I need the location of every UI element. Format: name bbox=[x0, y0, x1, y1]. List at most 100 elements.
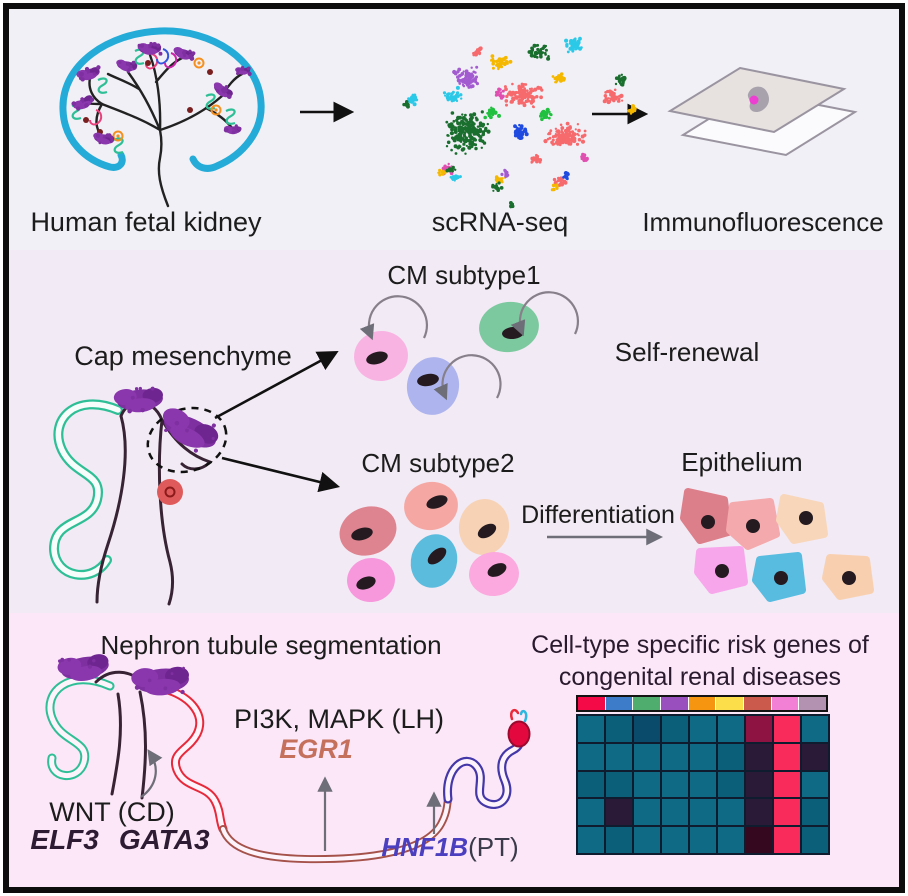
tsne-dot bbox=[475, 131, 479, 135]
tsne-dot bbox=[451, 169, 454, 173]
heatmap-cell bbox=[578, 827, 604, 853]
label-cm-subtype1: CM subtype1 bbox=[387, 260, 541, 290]
heatmap-cell bbox=[578, 716, 604, 742]
tsne-dot bbox=[492, 189, 495, 192]
tsne-dot bbox=[559, 123, 563, 127]
tsne-dot bbox=[452, 119, 456, 123]
tsne-dot bbox=[523, 128, 528, 133]
tsne-dot bbox=[535, 55, 539, 59]
tsne-dot bbox=[453, 174, 458, 179]
tsne-dot bbox=[575, 142, 580, 146]
legend-swatch bbox=[716, 697, 744, 710]
cell-nucleus bbox=[356, 576, 376, 590]
cap-mesenchyme-blob bbox=[173, 47, 196, 61]
pretubular-aggregate bbox=[157, 479, 183, 505]
tsne-dot bbox=[543, 139, 548, 144]
tsne-dot bbox=[480, 110, 484, 114]
tsne-dot bbox=[609, 97, 614, 101]
tsne-dot bbox=[496, 188, 501, 192]
tsne-dot bbox=[540, 117, 544, 122]
label-elf3: ELF3 bbox=[30, 824, 99, 855]
tsne-dot bbox=[463, 117, 467, 121]
heatmap-cell bbox=[802, 716, 828, 742]
heatmap-cell bbox=[802, 799, 828, 826]
tsne-dot bbox=[505, 103, 508, 107]
heatmap-cell bbox=[662, 827, 688, 853]
aggregate-dot-mini bbox=[207, 69, 213, 75]
tsne-dot bbox=[576, 39, 581, 44]
tsne-dot bbox=[445, 120, 449, 124]
s-shaped-body-inner bbox=[51, 401, 121, 578]
cell-nucleus bbox=[351, 527, 373, 541]
ureteric-tree bbox=[84, 53, 244, 208]
tsne-dot bbox=[570, 46, 573, 49]
cell-nucleus bbox=[842, 571, 856, 585]
s-shape-mini bbox=[97, 77, 108, 94]
tsne-dot bbox=[552, 177, 557, 182]
aggregate-dot-mini bbox=[145, 60, 151, 66]
tsne-dot bbox=[517, 84, 521, 89]
cm-subtype2-cells bbox=[339, 481, 519, 603]
tsne-dot bbox=[563, 180, 568, 185]
tsne-dot bbox=[503, 85, 507, 89]
heatmap-cell bbox=[690, 827, 716, 853]
tsne-dot bbox=[445, 145, 449, 148]
tsne-dot bbox=[549, 129, 553, 133]
tsne-dot bbox=[462, 142, 466, 146]
tsne-dot bbox=[457, 125, 461, 130]
tsne-dot bbox=[631, 107, 634, 111]
tsne-dot bbox=[497, 181, 501, 185]
tsne-dot bbox=[449, 97, 453, 101]
tsne-dot bbox=[629, 112, 633, 115]
tsne-dot bbox=[613, 88, 617, 92]
tsne-dot bbox=[565, 171, 570, 176]
tsne-dot bbox=[547, 131, 552, 136]
tsne-dot bbox=[413, 93, 417, 97]
tsne-dot bbox=[410, 100, 413, 104]
tsne-dot bbox=[465, 144, 468, 147]
vesicle-mini bbox=[193, 57, 205, 69]
heatmap-cell bbox=[802, 771, 828, 798]
tsne-dot bbox=[562, 175, 565, 179]
label-scrna-seq: scRNA-seq bbox=[431, 207, 569, 237]
tsne-dot bbox=[559, 137, 563, 141]
tsne-dot bbox=[535, 95, 539, 99]
tsne-dot bbox=[453, 127, 458, 132]
comma-shape-mini bbox=[89, 109, 103, 126]
tsne-dot bbox=[566, 50, 570, 54]
heatmap-cell bbox=[774, 743, 800, 770]
tsne-dot bbox=[551, 75, 555, 78]
tsne-dot bbox=[486, 129, 491, 134]
tsne-dot bbox=[518, 94, 523, 98]
loop-of-henle-inner bbox=[220, 796, 451, 862]
tsne-dot bbox=[454, 93, 459, 98]
cap-mesenchyme-blob bbox=[116, 59, 138, 73]
tsne-dot bbox=[511, 82, 514, 86]
if-signal-dot bbox=[749, 95, 759, 105]
tsne-dot bbox=[454, 152, 458, 155]
tsne-dot bbox=[565, 175, 569, 179]
cm-subtype1-cells bbox=[354, 291, 580, 415]
tsne-dot bbox=[457, 121, 460, 124]
heatmap-celltype-legend bbox=[576, 695, 828, 712]
tsne-dot bbox=[532, 156, 535, 159]
tsne-dot bbox=[577, 128, 581, 133]
epithelium-cells bbox=[680, 488, 874, 602]
heatmap-cell bbox=[634, 771, 660, 798]
legend-swatch bbox=[633, 697, 661, 710]
legend-swatch bbox=[688, 697, 716, 710]
legend-swatch bbox=[771, 697, 799, 710]
heatmap-cell bbox=[634, 827, 660, 853]
cap-mesenchyme-blob bbox=[131, 666, 189, 696]
tsne-dot bbox=[517, 135, 521, 139]
legend-swatch bbox=[799, 697, 827, 710]
tsne-dot bbox=[438, 168, 442, 172]
tsne-dot bbox=[461, 113, 464, 116]
heatmap-cell bbox=[578, 771, 604, 798]
figure-border bbox=[3, 3, 905, 893]
label-immunofluorescence: Immunofluorescence bbox=[642, 207, 884, 237]
tsne-dot bbox=[554, 183, 559, 188]
heatmap-cell bbox=[690, 743, 716, 770]
heatmap-cell bbox=[746, 827, 772, 853]
